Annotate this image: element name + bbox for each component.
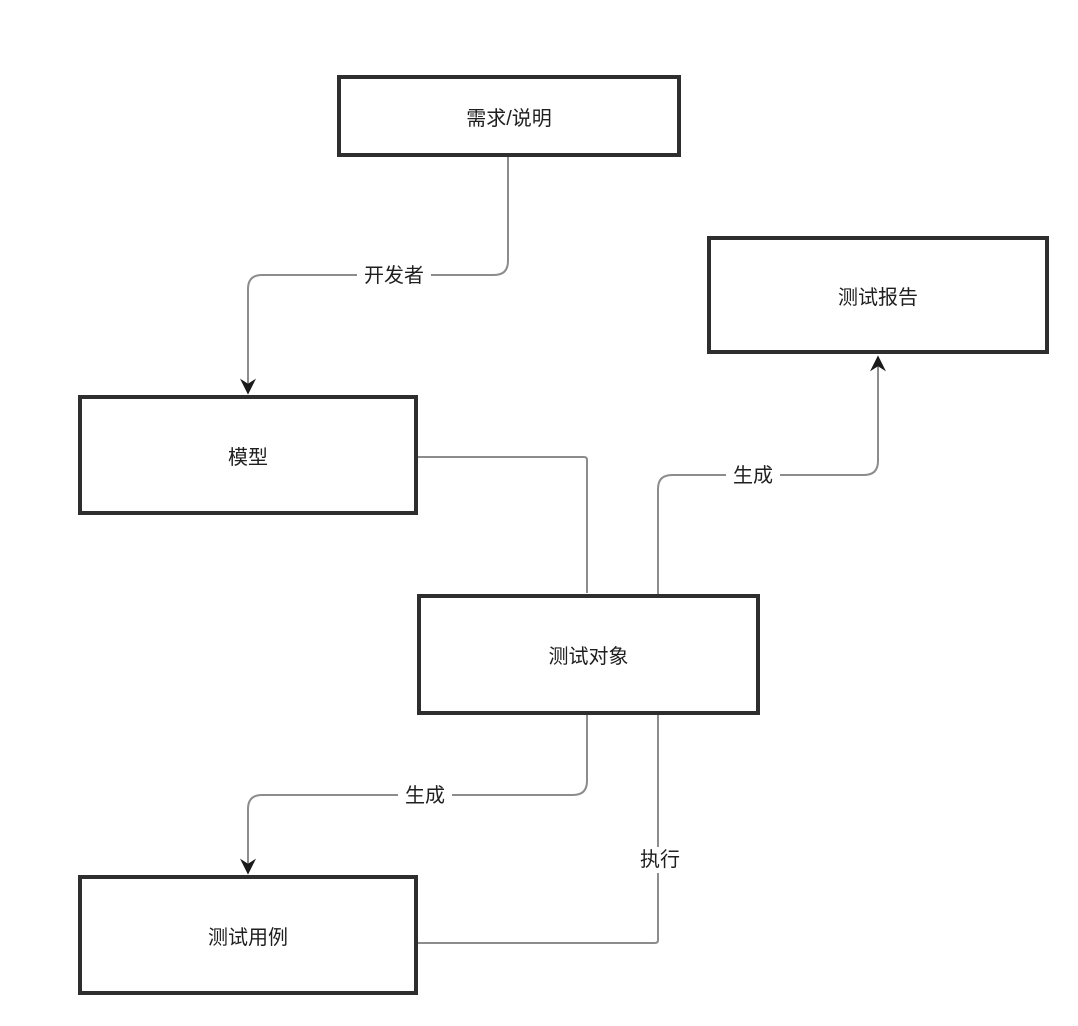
node-label-test-object: 测试对象 [548,646,629,668]
edge-model-to-test-object [418,456,588,593]
node-test-object: 测试对象 [417,594,760,715]
node-requirements: 需求/说明 [337,75,681,157]
node-label-test-cases: 测试用例 [208,926,288,949]
node-model: 模型 [78,395,418,515]
edge-label-test-object-to-test-report: 生成 [726,463,780,489]
edge-label-test-object-to-test-cases: 生成 [398,783,452,809]
node-test-report: 测试报告 [707,236,1049,354]
node-label-test-report: 测试报告 [838,286,918,309]
node-label-model: 模型 [228,446,268,469]
node-test-cases: 测试用例 [78,875,418,995]
node-label-requirements: 需求/说明 [466,107,552,130]
edge-label-test-cases-to-test-object: 执行 [633,847,687,873]
edge-test-cases-to-test-object [418,715,659,944]
edge-label-requirements-to-model: 开发者 [357,263,431,289]
